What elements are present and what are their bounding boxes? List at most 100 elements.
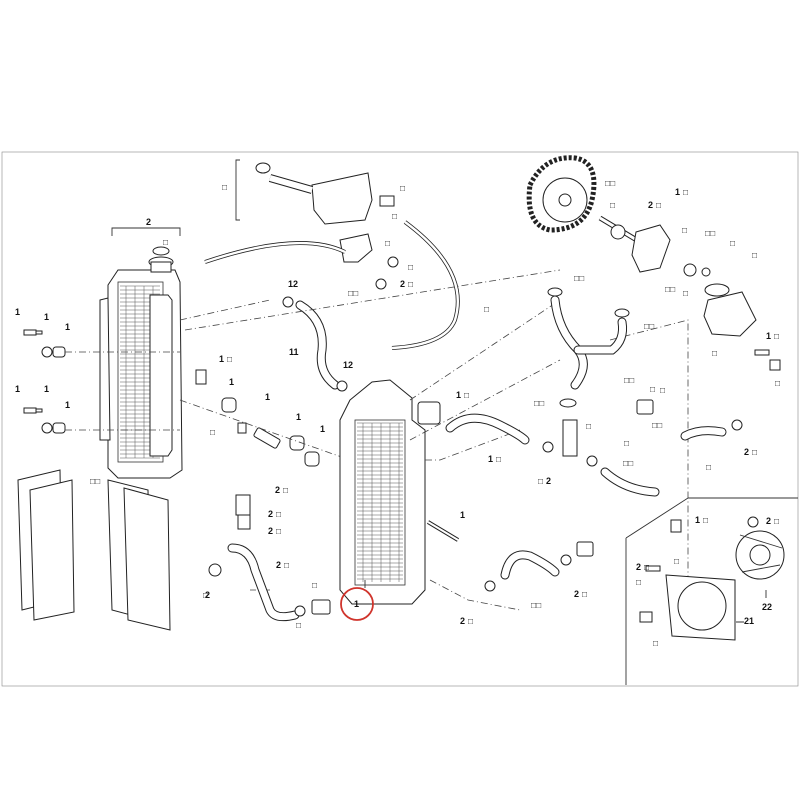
label-qty-r: 2 <box>268 526 273 536</box>
label-ps-e: □□ <box>665 284 675 294</box>
label-sq-o: □ <box>408 279 413 289</box>
label-sq-p: □ <box>283 485 288 495</box>
label-sq-z: □ <box>582 589 587 599</box>
label-sq-ab: □ <box>683 187 688 197</box>
label-rs-c: □ <box>706 462 711 472</box>
label-lrh-a: □□ <box>531 600 541 610</box>
label-sq-m: □ <box>464 390 469 400</box>
timing-chain[interactable] <box>526 155 597 233</box>
bracket-2 <box>111 227 181 236</box>
pump-shaft[interactable] <box>598 215 671 273</box>
inset-leaders <box>736 590 767 623</box>
label-qty-d: 1 <box>15 384 20 394</box>
label-qty-ae: 1 <box>695 515 700 525</box>
label-sq-y: □ <box>468 616 473 626</box>
label-sq-s: □ <box>284 560 289 570</box>
connector-fitting[interactable] <box>542 419 598 467</box>
label-tank: □ <box>222 182 227 192</box>
label-pump-22: 22 <box>762 602 772 612</box>
label-sq-r: □ <box>276 526 281 536</box>
label-sq-aa: □ <box>752 447 757 457</box>
label-sq-w: □ <box>538 476 543 486</box>
label-radiator-left: 2 <box>146 217 151 227</box>
label-sq-v: □ <box>312 580 317 590</box>
label-rs-b: □□ <box>652 420 662 430</box>
label-qty-c: 1 <box>65 322 70 332</box>
label-inset-a: □ <box>674 556 679 566</box>
pump-impeller-22[interactable] <box>735 530 785 580</box>
label-qty-w: 2 <box>546 476 551 486</box>
label-qty-x: 1 <box>488 454 493 464</box>
label-y-d: □□ <box>534 398 544 408</box>
label-qty-y: 2 <box>460 616 465 626</box>
label-sq-af: □ <box>774 516 779 526</box>
label-sq-t: □ <box>203 590 208 600</box>
label-y-c: □□ <box>624 375 634 385</box>
label-qty-af: 2 <box>766 516 771 526</box>
left-mount-screws[interactable] <box>23 329 66 434</box>
label-rs-a: □ <box>650 384 655 394</box>
label-cap: □ <box>163 237 168 247</box>
lower-right-hose[interactable] <box>484 467 660 592</box>
radiator-cap[interactable] <box>148 246 174 273</box>
label-hose-11: 11 <box>289 347 299 357</box>
pump-cover[interactable] <box>683 263 757 337</box>
clamp-12a[interactable] <box>282 296 294 308</box>
label-qty-a: 1 <box>15 307 20 317</box>
label-sq-l: □ <box>210 427 215 437</box>
label-qty-k: 1 <box>219 354 224 364</box>
label-sq-ad: □ <box>774 331 779 341</box>
bracket-tank <box>235 159 240 221</box>
label-qty-p: 2 <box>275 485 280 495</box>
label-sq-k: □ <box>227 354 232 364</box>
long-bolt[interactable] <box>426 520 460 542</box>
label-clamp-12b: 12 <box>343 360 353 370</box>
label-qty-h: 1 <box>265 392 270 402</box>
right-side-hose[interactable] <box>636 399 743 441</box>
inset-small-parts[interactable] <box>639 516 759 623</box>
label-tank-a: □ <box>400 183 405 193</box>
label-conn-c: □□ <box>623 458 633 468</box>
y-hose[interactable] <box>547 287 630 408</box>
left-radiator[interactable] <box>99 269 183 479</box>
label-qty-i: 1 <box>296 412 301 422</box>
label-qty-o: 2 <box>400 279 405 289</box>
label-sq-ae: □ <box>703 515 708 525</box>
label-qty-n: 1 <box>460 510 465 520</box>
label-tank-b: □ <box>392 211 397 221</box>
label-qty-t: 2 <box>205 590 210 600</box>
inset-panel <box>625 497 798 685</box>
grommets-left[interactable] <box>195 369 320 467</box>
label-qty-g: 1 <box>229 377 234 387</box>
label-chain: □□ <box>605 178 615 188</box>
label-qty-ab: 1 <box>675 187 680 197</box>
lower-left-hose[interactable] <box>208 494 331 622</box>
label-sq-x: □ <box>496 454 501 464</box>
label-clamp-12a: 12 <box>288 279 298 289</box>
label-y-a: □□ <box>574 273 584 283</box>
clamp-12b[interactable] <box>336 380 348 392</box>
pump-bolt[interactable] <box>754 349 781 371</box>
label-shroud: □□ <box>90 476 100 486</box>
label-ps-d: □ <box>752 250 757 260</box>
pump-gasket-21[interactable] <box>665 574 736 641</box>
label-tank-e: □□ <box>348 288 358 298</box>
highlight-label: 1 <box>354 599 359 609</box>
hose-11[interactable] <box>295 300 340 390</box>
label-qty-m: 1 <box>456 390 461 400</box>
overflow-tank[interactable] <box>255 162 373 225</box>
label-chain-b: □ <box>610 200 615 210</box>
overflow-hose[interactable] <box>204 220 460 350</box>
label-pc-b: □ <box>775 378 780 388</box>
upper-hose[interactable] <box>445 413 530 445</box>
label-sq-u: □ <box>296 620 301 630</box>
label-qty-ac: 2 <box>648 200 653 210</box>
label-hose-a: □ <box>484 304 489 314</box>
tank-bracket[interactable] <box>339 195 399 290</box>
label-tank-c: □ <box>385 238 390 248</box>
right-radiator[interactable] <box>339 379 441 605</box>
label-gasket-21: 21 <box>744 616 754 626</box>
label-qty-z: 2 <box>574 589 579 599</box>
radiator-shrouds[interactable] <box>17 469 171 631</box>
